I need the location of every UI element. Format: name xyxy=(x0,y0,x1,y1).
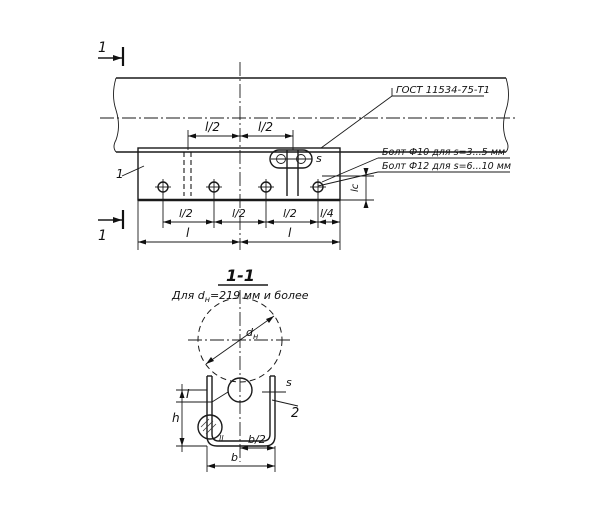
section-view: 1-1 Для dн=219 мм и более dн xyxy=(171,266,309,472)
callout-s-2: s 2 xyxy=(262,376,299,421)
pipe-outline xyxy=(100,77,515,153)
dim-s-top-label: s xyxy=(316,152,322,165)
dim-top-half-lengths: l/2 l/2 xyxy=(187,120,294,150)
section-title: 1-1 xyxy=(226,266,255,285)
standard-callout: ГОСТ 11534-75-Т1 xyxy=(320,85,490,149)
inner-pipe xyxy=(227,377,253,403)
callout-1-label: 1 xyxy=(116,167,124,181)
dim-b-label: b xyxy=(231,451,238,464)
u-channel xyxy=(206,375,276,447)
dim-b: b/2 b ll xyxy=(206,433,276,472)
bolt-note-2: Болт Ф12 для s=6...10 мм xyxy=(382,161,511,172)
dim-diameter: dн xyxy=(205,315,275,365)
section-mark-top: 1 xyxy=(98,40,107,56)
bolt-holes xyxy=(155,179,326,195)
dim-bottom-l2-c: l/2 xyxy=(283,207,297,220)
section-mark-bottom: 1 xyxy=(98,228,107,244)
dim-bottom-l-left: l xyxy=(186,226,190,240)
detail-circle-I xyxy=(197,414,223,440)
dim-bottom-l2-a: l/2 xyxy=(179,207,193,220)
section-marker: 1 1 xyxy=(98,40,125,244)
dim-s-section: s xyxy=(286,376,292,389)
standard-label: ГОСТ 11534-75-Т1 xyxy=(396,85,490,96)
dim-h: h xyxy=(172,384,207,452)
dim-l-half-right: l/2 xyxy=(258,120,273,134)
dim-bottom-l4: l/4 xyxy=(320,207,334,220)
callout-I: I xyxy=(176,387,229,403)
callout-1: 1 xyxy=(116,165,145,181)
dim-lc-label: lc xyxy=(350,183,361,192)
dim-l-half-left: l/2 xyxy=(205,120,220,134)
dim-bottom-l2-b: l/2 xyxy=(232,207,246,220)
bolt-notes: Болт Ф10 для s=3...5 мм Болт Ф12 для s=6… xyxy=(317,147,511,187)
top-view: 1 1 ГОСТ 11534-75-Т1 1 l/2 xyxy=(98,40,515,250)
dim-lc: lc xyxy=(322,168,374,208)
dim-d-label: dн xyxy=(246,326,258,341)
callout-I-label: I xyxy=(186,387,190,401)
dim-bottom-l-right: l xyxy=(288,226,292,240)
dim-s-top: s xyxy=(298,152,322,165)
dim-b-half: b/2 xyxy=(248,433,266,446)
dim-h-label: h xyxy=(172,411,180,425)
dim-bottom-chain: l/2 l/2 l/2 l/4 l l xyxy=(137,192,341,250)
bolt-note-1: Болт Ф10 для s=3...5 мм xyxy=(382,147,505,158)
support-plate xyxy=(137,147,341,202)
callout-2-label: 2 xyxy=(291,406,299,421)
dim-ll-label: ll xyxy=(219,434,224,443)
